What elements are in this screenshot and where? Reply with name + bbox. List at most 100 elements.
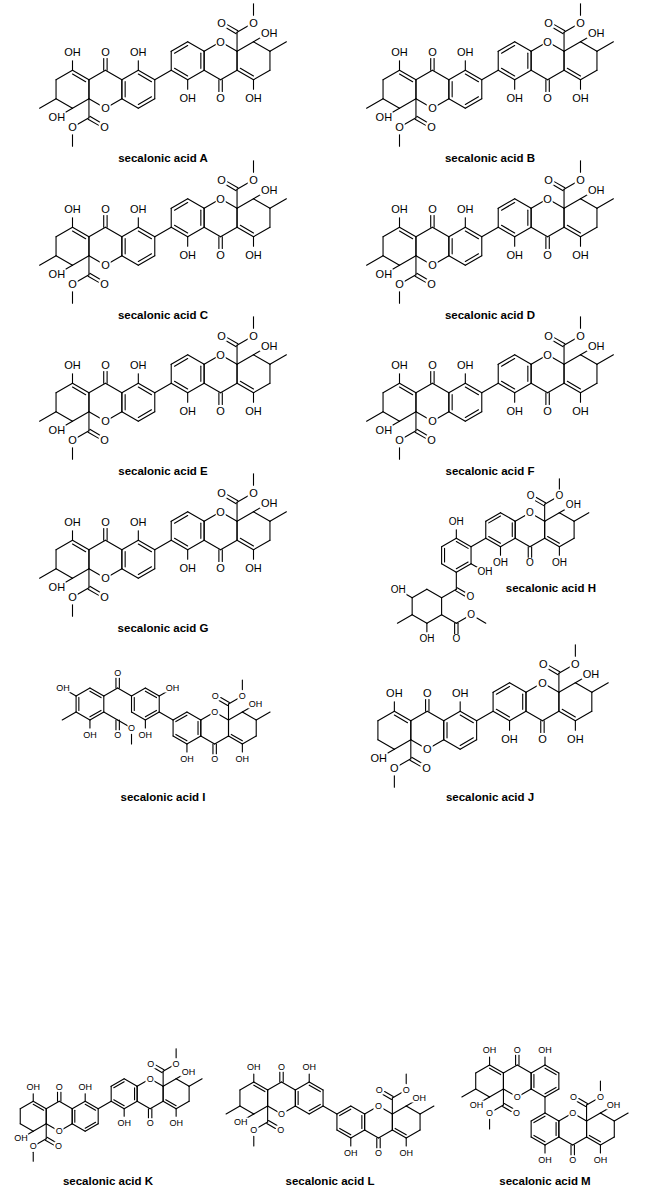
bond-line bbox=[502, 359, 515, 367]
bond-line bbox=[125, 82, 126, 97]
atom-symbol: OH bbox=[398, 1149, 414, 1158]
atom-symbol: OH bbox=[260, 27, 279, 38]
bond-line bbox=[72, 135, 73, 146]
atom-symbol: O bbox=[113, 668, 122, 677]
bond-line bbox=[575, 721, 576, 731]
bond-line bbox=[442, 615, 457, 624]
bond-line bbox=[155, 383, 171, 393]
compound-name-text: secalonic acid A bbox=[117, 154, 209, 166]
atom-label: O bbox=[248, 174, 259, 185]
atom-label: O bbox=[427, 103, 438, 114]
bond-line bbox=[88, 393, 89, 412]
bond-line bbox=[74, 1110, 75, 1122]
atom-label: OH bbox=[178, 405, 197, 416]
bond-line bbox=[55, 393, 56, 412]
atom-symbol: O bbox=[215, 36, 226, 47]
compound-name: secalonic acid K bbox=[62, 1176, 154, 1188]
bond-line bbox=[558, 1121, 559, 1137]
atom-symbol: OH bbox=[178, 562, 197, 573]
compound-name-text: secalonic acid M bbox=[498, 1176, 591, 1188]
atom-symbol: OH bbox=[418, 634, 435, 644]
bond-line bbox=[121, 80, 122, 99]
atom-label: O bbox=[67, 279, 78, 290]
atom-symbol: O bbox=[127, 724, 136, 733]
bond-line bbox=[103, 58, 104, 70]
bond-line bbox=[236, 521, 237, 540]
bond-line bbox=[107, 371, 108, 383]
compound-name: secalonic acid J bbox=[445, 792, 535, 804]
compound-name: secalonic acid E bbox=[117, 467, 209, 479]
bond-line bbox=[40, 99, 56, 109]
bond-line bbox=[406, 1106, 420, 1114]
atom-label: O bbox=[568, 1109, 577, 1118]
bond-line bbox=[514, 80, 515, 90]
bond-line bbox=[481, 237, 482, 256]
compound-name-text: secalonic acid I bbox=[119, 792, 206, 804]
bond-line bbox=[531, 1073, 532, 1089]
bond-line bbox=[111, 1086, 112, 1101]
bond-line bbox=[188, 512, 204, 522]
bond-line bbox=[256, 720, 257, 736]
bond-line bbox=[121, 237, 122, 256]
bond-line bbox=[122, 540, 138, 550]
bond-line bbox=[155, 70, 171, 80]
bond-line bbox=[575, 711, 591, 721]
bond-line bbox=[545, 80, 546, 92]
bond-line bbox=[270, 355, 286, 365]
bond-line bbox=[122, 99, 138, 109]
bond-line bbox=[364, 1114, 365, 1130]
atom-symbol: OH bbox=[244, 562, 263, 573]
bond-line bbox=[498, 208, 499, 227]
atom-label: O bbox=[374, 1102, 383, 1111]
atom-symbol: OH bbox=[343, 1149, 359, 1158]
bond-line bbox=[500, 538, 515, 547]
atom-symbol: O bbox=[465, 592, 475, 602]
atom-symbol: O bbox=[100, 260, 111, 271]
atom-symbol: O bbox=[374, 1149, 383, 1158]
bond-line bbox=[562, 709, 575, 717]
bond-line bbox=[452, 395, 453, 410]
atom-label: O bbox=[427, 47, 438, 58]
bond-line bbox=[122, 256, 138, 266]
bond-line bbox=[231, 734, 242, 740]
atom-label: OH bbox=[116, 1119, 132, 1128]
atom-label: OH bbox=[246, 1062, 262, 1071]
bond-line bbox=[200, 720, 201, 736]
atom-label: O bbox=[248, 330, 259, 341]
atom-label: O bbox=[215, 506, 226, 517]
bond-line bbox=[420, 1106, 434, 1114]
bond-line bbox=[236, 208, 237, 227]
bond-line bbox=[72, 1124, 85, 1132]
bond-line bbox=[46, 1109, 47, 1124]
bond-line bbox=[448, 237, 449, 256]
atom-label: O bbox=[542, 92, 553, 103]
bond-line bbox=[586, 1121, 587, 1137]
atom-label: O bbox=[215, 92, 226, 103]
atom-label: O bbox=[215, 405, 226, 416]
atom-symbol: OH bbox=[390, 47, 409, 58]
atom-label: OH bbox=[390, 360, 409, 371]
bond-line bbox=[88, 80, 89, 99]
bond-line bbox=[470, 547, 471, 564]
bond-line bbox=[489, 1057, 490, 1065]
atom-symbol: OH bbox=[385, 688, 404, 699]
bond-line bbox=[57, 1092, 58, 1101]
bond-line bbox=[567, 381, 580, 389]
bond-line bbox=[148, 1109, 149, 1118]
bond-line bbox=[449, 412, 465, 422]
bond-line bbox=[392, 1098, 393, 1114]
bond-line bbox=[121, 550, 122, 569]
bond-line bbox=[527, 210, 528, 225]
bond-line bbox=[406, 1138, 407, 1146]
bond-line bbox=[72, 448, 73, 459]
bond-line bbox=[88, 569, 89, 588]
compound-name-text: secalonic acid H bbox=[505, 583, 597, 595]
bond-line bbox=[171, 51, 172, 70]
bond-line bbox=[545, 237, 546, 249]
bond-line bbox=[228, 720, 229, 736]
bond-line bbox=[534, 1116, 545, 1122]
bond-line bbox=[559, 513, 574, 522]
bond-line bbox=[449, 70, 465, 80]
bond-line bbox=[309, 1104, 320, 1110]
bond-line bbox=[107, 528, 108, 540]
